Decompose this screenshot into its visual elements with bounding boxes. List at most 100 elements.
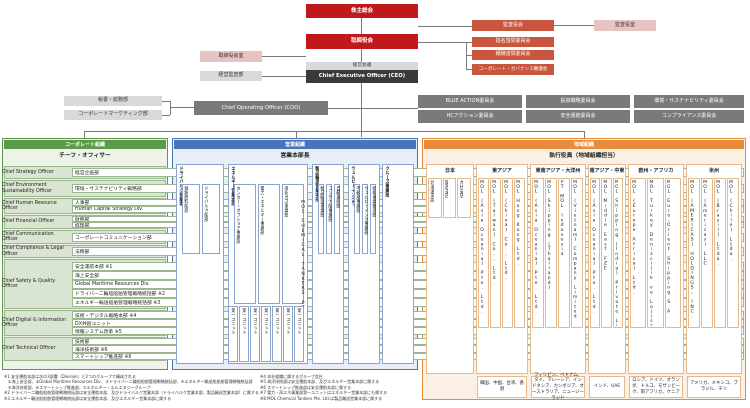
officer-name: Chief Strategy Officer <box>2 169 54 175</box>
business-sub-label: タンカー・オフショア事業部 <box>235 186 240 244</box>
region-company: MOL (Chile) Ltda. <box>728 180 733 262</box>
region-company-cell <box>502 178 513 328</box>
region-company: 北海道支店 <box>429 180 434 202</box>
audit-board: 監査役会 <box>472 20 554 31</box>
nomination-committee: 指名諮問委員会 <box>472 37 554 47</box>
shareholders-meeting: 株主総会 <box>306 4 418 18</box>
business-sub-label: 液化ガス事業部 <box>283 186 288 217</box>
officer-name: Chief Safety & Quality Officer <box>2 278 56 289</box>
business-team-label: 第一ユニット <box>230 308 235 335</box>
region-company: 九州支店 <box>458 180 463 198</box>
business-sub-unit <box>234 184 256 304</box>
region-company-cell <box>490 178 501 328</box>
officer-name: Chief Human Resource Officer <box>2 200 57 211</box>
region-company-cell <box>647 178 664 328</box>
audit-office: 監査役室 <box>594 20 656 31</box>
region-name: 米州 <box>708 168 719 174</box>
officer-name: Chief Communication Officer <box>2 231 54 242</box>
business-title: 営業本部長 <box>280 153 310 160</box>
audit-dept: 経営監査部 <box>200 71 262 81</box>
business-team-cell <box>261 306 271 362</box>
business-sub-unit <box>202 184 220 254</box>
business-sub-unit <box>362 184 368 254</box>
region-company: MOL (AMERICAS) HOLDINGS, INC. <box>689 180 694 320</box>
region-company-cell <box>532 178 544 328</box>
region-company-cell <box>601 178 612 328</box>
business-team-label: 第一ユニット <box>263 308 268 335</box>
officer-name: Chief Financial Officer <box>2 219 55 225</box>
business-unit-name: クルーズ事業部 <box>384 166 389 197</box>
remuneration-committee: 報酬諮問委員会 <box>472 50 554 60</box>
ceo-box: Chief Executive Officer (CEO) <box>306 70 418 83</box>
mol-chemical-label: MOL CHEMICAL TANKERS PTE. LTD. <box>300 200 305 310</box>
region-name: 南アジア・中東 <box>589 168 625 174</box>
region-company-cell <box>571 178 583 328</box>
business-team-label: 第一ユニット <box>285 308 290 335</box>
business-team-cell <box>294 306 304 362</box>
coo-box: Chief Operating Officer (COO) <box>194 101 328 115</box>
region-company: PT MOL Indonesia <box>559 180 564 257</box>
chief-officer-title: チーフ・オフィサー <box>59 153 111 160</box>
region-company-cell <box>457 178 471 218</box>
region-name: 欧州・アフリカ <box>638 168 674 174</box>
committee-blue-action: BLUE ACTION委員会 <box>418 95 522 108</box>
board-of-directors: 取締役会 <box>306 34 418 49</box>
business-sub-unit <box>326 184 332 254</box>
region-company-cell <box>714 178 726 328</box>
business-team-label: 第一ユニット <box>296 308 301 335</box>
region-company: MOL Turkey Denizcilik ve Lojistik Tic. A… <box>648 180 653 326</box>
board-office: 取締役会室 <box>200 51 262 62</box>
governance-council: コーポレート・ガバナンス審議会 <box>472 64 554 75</box>
business-team-cell <box>250 306 260 362</box>
business-team-label: 第一ユニット <box>252 308 257 335</box>
secretariat-dept: 秘書・総務部 <box>64 96 162 106</box>
region-company: MOL (Asia Oceania) Pte. Ltd. <box>533 180 538 315</box>
region-company: MOL Hong Kong Ltd. <box>515 180 520 267</box>
committee-environment: 環境・サステナビリティ委員会 <box>634 95 744 108</box>
region-name: 日本 <box>444 168 455 174</box>
region-company-cell <box>701 178 713 328</box>
management-meeting: 経営会議 <box>306 62 418 70</box>
region-company: MOL (China) Co., Ltd. <box>503 180 508 281</box>
corporate-marketing-dept: コーポレートマーケティング部 <box>64 110 162 120</box>
region-company-cell <box>688 178 700 328</box>
region-company-cell <box>590 178 601 328</box>
business-sub-label: コンテナ船事業部 <box>327 186 332 222</box>
committee-safety: 安全運航委員会 <box>526 110 630 123</box>
business-sub-unit <box>182 184 200 254</box>
region-company: MOL Euro-Orient Shipping S.A. <box>666 180 671 320</box>
business-unit-cell <box>382 164 414 364</box>
region-coverage: ロシア、ドイツ、オランダ、トルコ、モザンビーク、南アフリカ、ケニア <box>629 376 683 398</box>
region-company-cell <box>545 178 557 328</box>
regional-header: 地域組織 <box>424 140 744 149</box>
regional-title: 執行役員（地域組織担当） <box>549 153 619 160</box>
business-team-cell <box>272 306 282 362</box>
business-team-label: 第一ユニット <box>274 308 279 335</box>
region-coverage: アメリカ、メキシコ、ブラジル、チリ <box>687 376 741 398</box>
business-team-label: 第一ユニット <box>241 308 246 335</box>
committee-compliance: コンプライアンス委員会 <box>634 110 744 123</box>
business-sub-label: ウェルビーイング事業部 <box>363 186 368 235</box>
region-name: 東南アジア・大洋州 <box>535 168 581 174</box>
region-company-cell <box>664 178 681 328</box>
business-unit-name: ドライバルク営業本部 <box>178 166 183 206</box>
region-company: MOL (Americas) LLC <box>702 180 707 267</box>
region-company-cell <box>630 178 647 328</box>
region-company: MOL (Vietnam) Company Limited <box>572 180 577 320</box>
region-name: 東アジア <box>492 168 512 174</box>
region-company-cell <box>442 178 457 218</box>
region-company: MOL (Europe Africa) Ltd. <box>631 180 636 296</box>
committee-investment: 投資戦略委員会 <box>526 95 630 108</box>
officer-name: Chief Environment Sustainability Officer <box>2 183 52 194</box>
business-sub-unit <box>354 184 360 254</box>
region-company-cell <box>514 178 525 328</box>
committee-hc-action: HCアクション委員会 <box>418 110 522 123</box>
footnotes-left: ※1 安全運航本部は次の3部署（Division）と2つのグループで構成される … <box>4 374 259 401</box>
business-sub-label: 不動産事業部 <box>355 186 360 213</box>
region-company: MOL (Brasil) Ltda. <box>715 180 720 267</box>
region-coverage: フィリピン、ベトナム、タイ、マレーシア、インドネシア、カンボジア、オーストラリア… <box>531 373 585 401</box>
business-sub-unit <box>334 184 340 254</box>
region-coverage: インド、UAE <box>589 376 625 398</box>
region-company: MOL Shipping (Thailand) <box>546 180 551 291</box>
business-unit-name: エネルギー営業本部 <box>230 166 235 206</box>
